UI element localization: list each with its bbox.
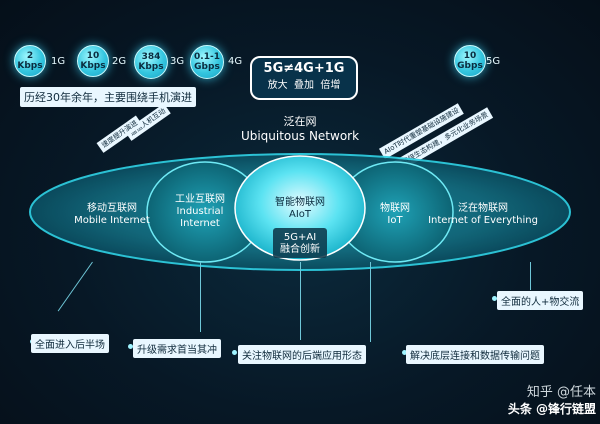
speed-value: 384 (141, 52, 161, 62)
industrial-internet-text: 工业互联网 Industrial Internet (160, 194, 240, 230)
watermark: 知乎 @任本 头条 @锋行链盟 (486, 381, 596, 417)
fusion-text: 5G+AI 融合创新 (273, 232, 327, 256)
speed-value: 2 (26, 51, 34, 61)
ubiquitous-cn: 泛在网 (283, 115, 317, 128)
fusion-line1: 5G+AI (283, 232, 317, 243)
callout-bullet (492, 296, 497, 301)
callout-connection-transport: 解决底层连接和数据传输问题 (406, 345, 544, 364)
gen-label-1g: 1G (51, 56, 66, 67)
formula-box: 5G≠4G+1G 放大 叠加 倍增 (250, 56, 358, 100)
fusion-line2: 融合创新 (280, 244, 320, 255)
gen-label-3g: 3G (170, 56, 185, 67)
everything-en: Internet of Everything (428, 215, 538, 226)
iot-en: IoT (387, 215, 403, 226)
speed-bubble-3g: 384 Kbps (134, 45, 168, 79)
industrial-internet-en2: Internet (180, 218, 220, 229)
fusion-box-bg (273, 228, 327, 258)
mobile-internet-cn: 移动互联网 (87, 203, 137, 214)
industrial-internet-en1: Industrial (176, 206, 224, 217)
callout-bullet (232, 350, 237, 355)
connector-line (370, 262, 371, 342)
callout-human-thing-exchange: 全面的人+物交流 (497, 291, 584, 310)
callout-upgrade-demand: 升级需求首当其冲 (133, 339, 221, 358)
aiot-cn: 智能物联网 (275, 197, 325, 208)
callout-second-half: 全面进入后半场 (31, 334, 109, 353)
callout-bullet (402, 350, 407, 355)
gen-label-2g: 2G (112, 56, 127, 67)
speed-unit: Kbps (138, 62, 164, 72)
aiot-ellipse (234, 155, 366, 261)
aiot-en: AIoT (288, 209, 312, 220)
speed-bubble-4g: 0.1-1 Gbps (190, 45, 224, 79)
speed-bubble-1g: 2 Kbps (14, 45, 46, 77)
speed-value: 0.1-1 (194, 52, 220, 62)
gen-label-4g: 4G (228, 56, 243, 67)
everything-cn: 泛在物联网 (458, 203, 508, 214)
iot-cn: 物联网 (380, 203, 410, 214)
callout-backend-application: 关注物联网的后端应用形态 (238, 345, 366, 364)
speed-value: 10 (463, 51, 477, 61)
ubiquitous-en: Ubiquitous Network (240, 129, 360, 143)
watermark-line2: 头条 @锋行链盟 (507, 402, 596, 416)
connector-line (530, 262, 531, 290)
speed-unit: Gbps (457, 61, 483, 71)
history-label: 历经30年余年，主要围绕手机演进 (20, 87, 196, 107)
callout-bullet (128, 344, 133, 349)
mobile-internet-text: 移动互联网 Mobile Internet (52, 203, 172, 227)
speed-bubble-2g: 10 Kbps (77, 45, 109, 77)
ubiquitous-title: 泛在网 Ubiquitous Network (220, 113, 380, 143)
speed-value: 10 (86, 51, 100, 61)
gen-label-5g: 5G (486, 56, 501, 67)
speed-unit: Kbps (80, 61, 106, 71)
connector-line (200, 262, 201, 332)
watermark-line1: 知乎 @任本 (526, 385, 596, 400)
industrial-internet-cn: 工业互联网 (175, 194, 225, 205)
mobile-internet-en: Mobile Internet (74, 215, 150, 226)
everything-text: 泛在物联网 Internet of Everything (418, 203, 548, 227)
formula-line1: 5G≠4G+1G (263, 61, 345, 76)
aiot-text: 智能物联网 AIoT (260, 197, 340, 221)
formula-line2: 放大 叠加 倍增 (267, 80, 341, 91)
speed-bubble-5g: 10 Gbps (454, 45, 486, 77)
speed-unit: Kbps (17, 61, 43, 71)
speed-unit: Gbps (194, 62, 220, 72)
iot-text: 物联网 IoT (370, 203, 420, 227)
connector-line (300, 262, 301, 340)
